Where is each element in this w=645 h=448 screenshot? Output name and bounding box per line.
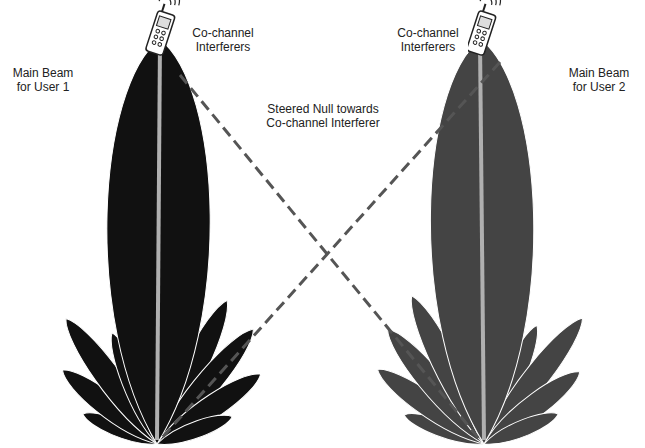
interference-path xyxy=(180,75,480,440)
beam-pattern xyxy=(371,39,592,448)
beam-lobe xyxy=(429,39,536,445)
beam-label: Main Beam for User 2 xyxy=(562,66,636,94)
phone-icon xyxy=(136,0,183,56)
interference-path xyxy=(160,62,500,440)
beam-axis xyxy=(157,40,160,440)
beam-label: Main Beam for User 1 xyxy=(6,66,80,94)
beam-lobe xyxy=(105,39,211,445)
beam-pattern xyxy=(55,39,267,448)
null-label: Steered Null towards Co-channel Interfer… xyxy=(258,102,388,130)
beam-axis xyxy=(480,42,484,440)
interferer-label: Co-channel Interferers xyxy=(183,26,263,54)
interferer-label: Co-channel Interferers xyxy=(388,26,468,54)
